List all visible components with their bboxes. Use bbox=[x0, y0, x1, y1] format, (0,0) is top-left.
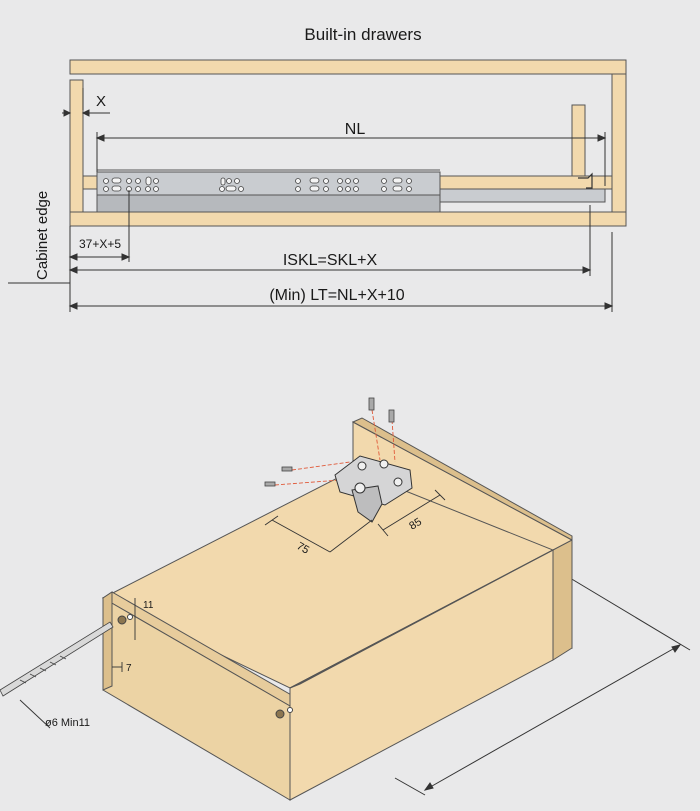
dim-offset-label: 37+X+5 bbox=[79, 237, 121, 251]
drawer-right-top bbox=[289, 549, 554, 689]
dim-75-label: 75 bbox=[295, 540, 312, 557]
rear-bracket bbox=[578, 172, 593, 189]
top-section: Built-in drawers bbox=[8, 25, 627, 312]
front-hole-left-1 bbox=[117, 615, 127, 625]
front-hole-left-2 bbox=[127, 614, 133, 620]
screws bbox=[264, 397, 395, 487]
dim-85-lines bbox=[377, 489, 446, 537]
dim-iskl-line bbox=[68, 205, 592, 276]
locking-bracket bbox=[334, 455, 413, 523]
top-title: Built-in drawers bbox=[304, 25, 421, 44]
dim-7-label: 7 bbox=[126, 663, 132, 674]
dim-85-label: 85 bbox=[407, 516, 424, 533]
slide-holes bbox=[103, 176, 412, 192]
screw-guides bbox=[274, 409, 396, 486]
dim-nl-label: NL bbox=[345, 121, 366, 138]
front-hole-right-2 bbox=[287, 707, 293, 713]
cabinet-edge-label: Cabinet edge bbox=[34, 191, 51, 280]
drawer-back-edge bbox=[552, 539, 573, 661]
slide-body bbox=[96, 194, 441, 213]
dim-nl-line bbox=[95, 132, 607, 186]
drawer-back bbox=[571, 104, 586, 186]
drawer-front bbox=[69, 79, 84, 213]
drawer-front-edge bbox=[102, 591, 113, 691]
dim-11-label: 11 bbox=[143, 600, 154, 611]
drill-leader bbox=[19, 699, 51, 729]
dim-lt-line bbox=[68, 226, 614, 312]
cabinet-rail bbox=[439, 188, 606, 203]
dim-offset-line bbox=[68, 190, 131, 262]
dim-hole-lines bbox=[112, 598, 136, 672]
cabinet-bottom-panel bbox=[69, 211, 627, 227]
bottom-section: 11 7 ø6 Min11 bbox=[0, 397, 691, 801]
dim-depth-lines bbox=[394, 574, 691, 796]
dim-x-line bbox=[62, 88, 110, 117]
drill-note: ø6 Min11 bbox=[45, 717, 90, 729]
dim-x-label: X bbox=[96, 93, 106, 110]
dim-lt-label: (Min) LT=NL+X+10 bbox=[269, 287, 404, 304]
drawer-back-top bbox=[351, 417, 573, 541]
dim-iskl-label: ISKL=SKL+X bbox=[283, 252, 378, 269]
cabinet-back-panel bbox=[611, 73, 627, 213]
cabinet-top-panel bbox=[69, 59, 627, 75]
front-hole-right-1 bbox=[275, 709, 285, 719]
dim-75-lines bbox=[264, 515, 373, 553]
drill-bit bbox=[0, 621, 114, 697]
